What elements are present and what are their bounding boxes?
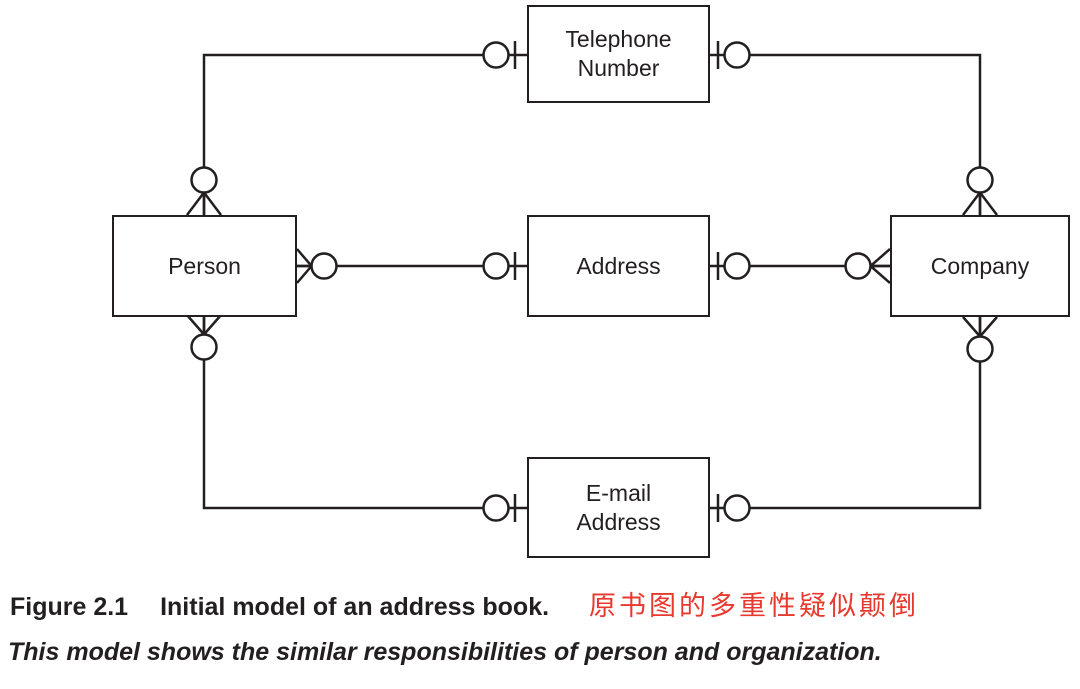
entity-address: Address: [527, 215, 710, 317]
entity-label: Company: [930, 252, 1030, 279]
annotation-note-red: 原书图的多重性疑似颠倒: [589, 591, 920, 621]
zero-or-one-connector-icon: [482, 41, 517, 69]
entity-company: Company: [890, 215, 1070, 317]
zero-or-one-connector-icon: [716, 252, 751, 280]
zero-or-many-connector-icon: [962, 316, 998, 363]
entity-email-address: E-mail Address: [527, 457, 710, 558]
entity-label: Telephone Number: [565, 26, 672, 81]
er-diagram: Telephone Number Person Address Company …: [112, 5, 1070, 558]
zero-or-one-connector-icon: [482, 252, 517, 280]
rel-company-email: [710, 316, 998, 522]
entity-label: E-mail Address: [576, 479, 661, 535]
connector-layer: [186, 41, 998, 522]
rel-person-email: [186, 314, 527, 522]
zero-or-many-connector-icon: [844, 248, 891, 284]
figure-subcaption: This model shows the similar responsibil…: [8, 638, 882, 666]
entity-label: Address: [576, 252, 661, 279]
rel-person-telephone: [186, 41, 527, 216]
entity-label: Person: [168, 252, 241, 279]
entity-telephone-number: Telephone Number: [527, 5, 710, 103]
rel-company-telephone: [710, 41, 998, 216]
rel-person-address: [296, 248, 527, 284]
figure-label: Figure 2.1: [10, 593, 129, 621]
zero-or-one-connector-icon: [716, 41, 751, 69]
zero-or-many-connector-icon: [296, 248, 338, 284]
figure-title: Initial model of an address book.: [160, 593, 550, 621]
zero-or-one-connector-icon: [482, 494, 517, 522]
entity-person: Person: [112, 215, 297, 317]
figure-caption: Figure 2.1 Initial model of an address b…: [10, 584, 919, 623]
zero-or-many-connector-icon: [962, 166, 998, 216]
zero-or-many-connector-icon: [186, 166, 222, 216]
zero-or-many-connector-icon: [186, 314, 222, 361]
zero-or-one-connector-icon: [716, 494, 751, 522]
rel-company-address: [710, 248, 891, 284]
